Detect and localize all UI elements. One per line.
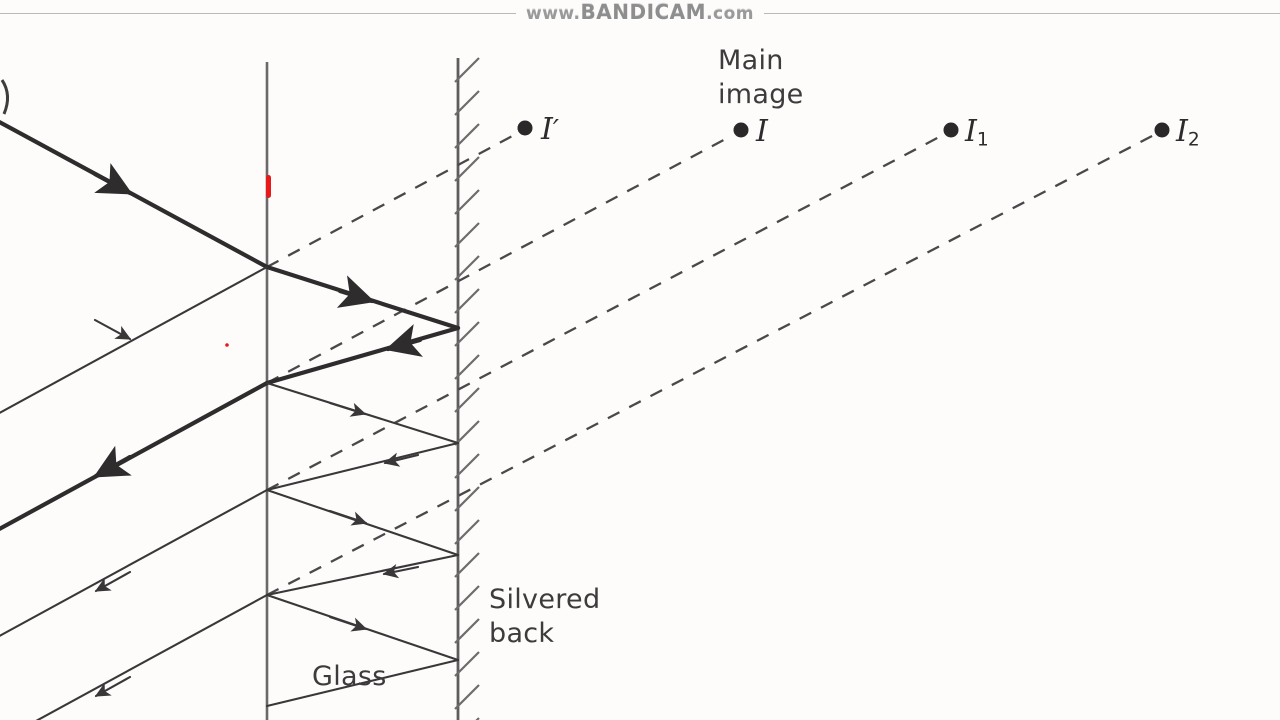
dot-I1 xyxy=(943,122,959,138)
dot-I xyxy=(733,122,749,138)
red-annotation-mark xyxy=(266,175,271,198)
dashed-ray-to-I2 xyxy=(266,133,1155,597)
dot-I-prime xyxy=(517,120,533,136)
emergent-ray-3 xyxy=(35,593,269,720)
emergent-main-ray xyxy=(0,380,270,532)
silvered-back-surface xyxy=(454,57,480,720)
image-label-I1-text: I xyxy=(965,114,977,149)
front-surface-reflected-ray xyxy=(0,265,269,414)
scan-artifacts xyxy=(0,79,271,347)
incident-ray xyxy=(0,119,270,270)
image-label-I2-sub: 2 xyxy=(1187,129,1200,151)
silvered-back-hatching xyxy=(454,57,480,720)
image-label-I1-sub: 1 xyxy=(976,129,989,151)
internal-ray-3b xyxy=(265,553,460,597)
reflected-ray-1 xyxy=(264,325,461,386)
label-main-image: Main image xyxy=(718,45,804,110)
main-ray-arrowheads xyxy=(92,163,423,479)
image-label-I-prime: I′ xyxy=(541,115,559,145)
image-label-I-text: I xyxy=(756,114,768,149)
label-silvered-back: Silvered back xyxy=(489,584,601,649)
image-label-I1: I1 xyxy=(965,117,989,150)
image-label-I2-text: I xyxy=(1176,114,1188,149)
dashed-ray-to-I1 xyxy=(266,133,944,492)
label-glass: Glass xyxy=(312,661,387,692)
image-point-dots xyxy=(517,120,1170,138)
dot-I2 xyxy=(1154,122,1170,138)
image-label-I2: I2 xyxy=(1176,117,1200,150)
image-label-I: I xyxy=(756,117,768,147)
internal-ray-2b xyxy=(265,441,460,492)
internal-ray-4b xyxy=(265,658,460,708)
virtual-image-dashed-rays xyxy=(266,131,1155,597)
dashed-ray-to-I xyxy=(266,133,734,385)
secondary-ray-arrowheads xyxy=(93,318,420,698)
dashed-ray-to-I-prime xyxy=(266,131,519,269)
edge-glyph-fragment xyxy=(0,79,9,115)
emergent-ray-2 xyxy=(0,488,269,637)
image-label-I-prime-text: I xyxy=(541,112,553,147)
prime-mark: ′ xyxy=(552,115,559,146)
main-ray-path xyxy=(0,119,461,532)
red-annotation-dot xyxy=(225,343,229,347)
